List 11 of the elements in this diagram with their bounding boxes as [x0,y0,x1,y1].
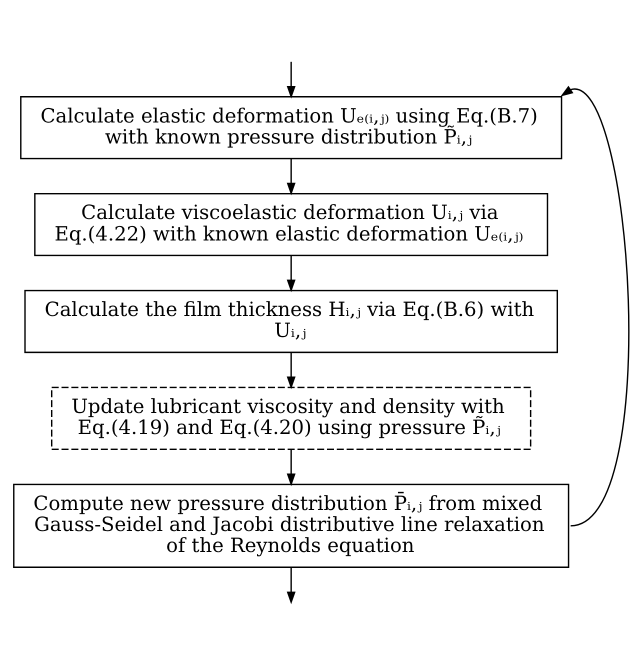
node-box: Compute new pressure distribution P̄ᵢ,ⱼ from mixed Gauss-Seidel and Jacobi distributive line relaxation of the Reynolds equation [13,483,570,568]
node-box: Calculate the film thickness Hᵢ,ⱼ via Eq.(B.6) with Uᵢ,ⱼ [24,289,558,353]
node-box: Calculate elastic deformation Uₑ₍ᵢ,ⱼ₎ using Eq.(B.7) with known pressure distribution P̃ᵢ,ⱼ [20,96,562,159]
arrow [286,61,296,98]
arrow [286,449,296,486]
arrow [286,352,296,389]
arrow [286,158,296,195]
node-box: Calculate viscoelastic deformation Uᵢ,ⱼ via Eq.(4.22) with known elastic deformation Uₑ₍ᵢ,ⱼ₎ [34,192,548,256]
arrow [286,255,296,292]
node-box: Update lubricant viscosity and density with Eq.(4.19) and Eq.(4.20) using pressure P̃ᵢ,ⱼ [50,386,532,450]
arrow [286,566,296,604]
